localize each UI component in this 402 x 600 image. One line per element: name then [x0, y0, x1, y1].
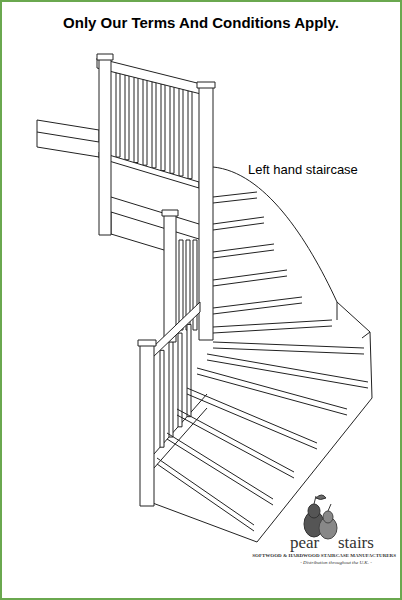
logo-word: pear — [290, 533, 319, 553]
newel-cap — [197, 82, 215, 88]
newel-cap — [97, 54, 113, 60]
handrail — [152, 302, 200, 358]
newel-cap — [162, 210, 178, 216]
treads — [157, 192, 368, 531]
page-title: Only Our Terms And Conditions Apply. — [2, 14, 400, 31]
newel-post — [164, 214, 176, 342]
landing-rail — [37, 120, 99, 157]
newel-post — [99, 57, 111, 235]
caption-label: Left hand staircase — [248, 162, 358, 177]
outer-stringer — [150, 167, 372, 542]
pear-logo — [304, 495, 337, 539]
balusters — [116, 73, 197, 447]
handrail — [97, 58, 209, 96]
newel-cap — [138, 340, 156, 346]
newel-post — [199, 86, 213, 340]
logo-tagline: SOFTWOOD & HARDWOOD STAIRCASE MANUFACTUR… — [252, 553, 396, 558]
newel-post — [140, 344, 154, 506]
base-rail — [99, 152, 199, 188]
stringer-edge — [337, 302, 370, 338]
logo-tagline: - Distribution throughout the U.K. - — [300, 560, 372, 565]
logo-word: stairs — [338, 533, 374, 553]
